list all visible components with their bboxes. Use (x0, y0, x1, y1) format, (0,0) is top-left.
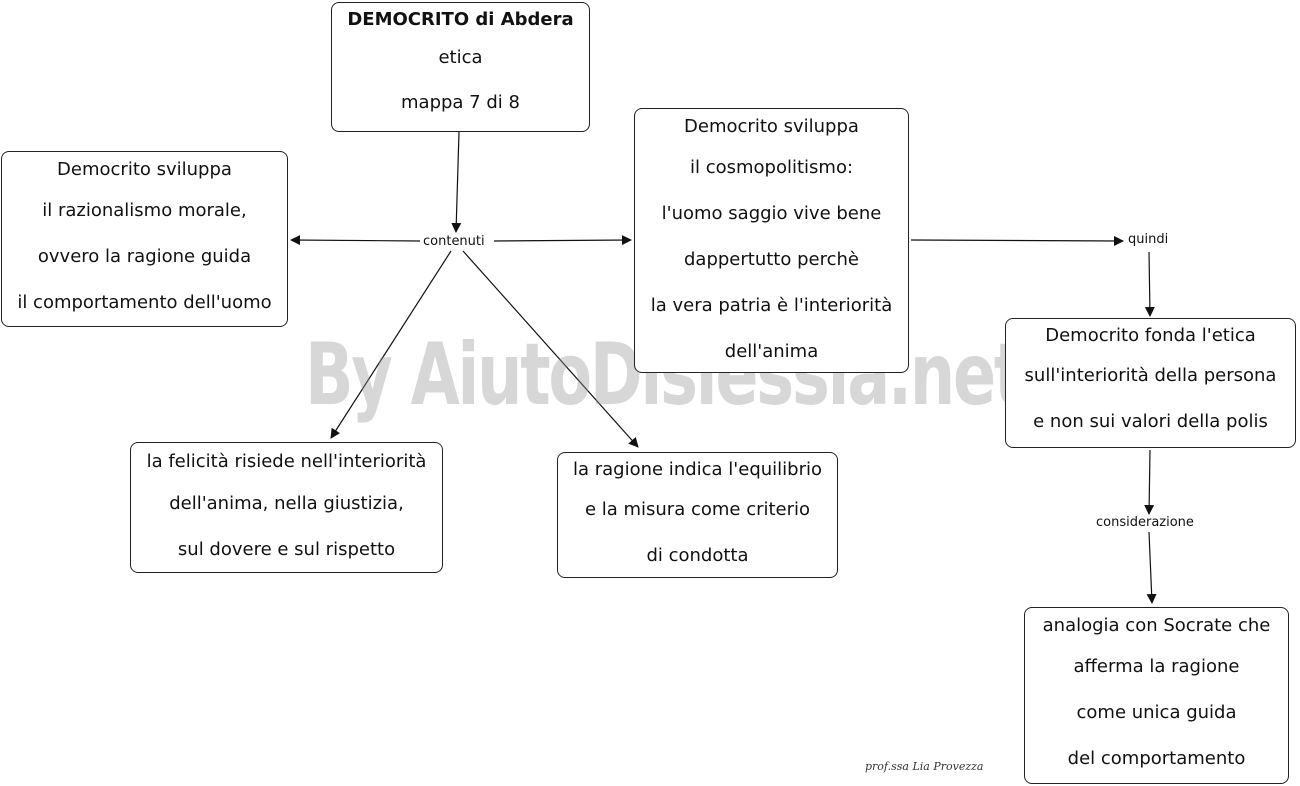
arrow-cosmopolitismo-to-quindi (910, 235, 1124, 246)
node-text: il cosmopolitismo: (689, 157, 854, 178)
arrow-fonda-to-considerazione (1144, 449, 1155, 515)
arrow-quindi-to-fonda (1144, 251, 1155, 317)
node-text: e non sui valori della polis (1033, 411, 1268, 432)
node-text: il razionalismo morale, (42, 200, 247, 221)
node-text: Democrito fonda l'etica (1045, 325, 1256, 346)
title-map-number: mappa 7 di 8 (401, 92, 520, 113)
node-text: la vera patria è l'interiorità (650, 295, 893, 316)
node-text: Democrito sviluppa (684, 116, 859, 137)
title-line: DEMOCRITO di Abdera (347, 9, 574, 30)
link-label-considerazione: considerazione (1094, 515, 1196, 531)
node-text: sull'interiorità della persona (1024, 365, 1277, 386)
node-text: di condotta (646, 545, 749, 566)
node-text: ovvero la ragione guida (37, 246, 252, 267)
node-fonda-etica: Democrito fonda l'etica sull'interiorità… (1005, 318, 1296, 448)
arrow-contenuti-to-razionalismo (290, 235, 421, 246)
arrow-contenuti-to-ragione (462, 250, 639, 448)
node-text: dell'anima, nella giustizia, (169, 493, 404, 514)
title-node: DEMOCRITO di Abdera etica mappa 7 di 8 (331, 2, 590, 132)
arrow-contenuti-to-felicita (330, 250, 452, 439)
node-text: come unica guida (1076, 702, 1237, 723)
node-cosmopolitismo: Democrito sviluppa il cosmopolitismo: l'… (634, 108, 909, 373)
node-text: l'uomo saggio vive bene (661, 203, 882, 224)
node-ragione-equilibrio: la ragione indica l'equilibrio e la misu… (557, 452, 838, 578)
node-text: analogia con Socrate che (1042, 615, 1271, 636)
node-text: la ragione indica l'equilibrio (572, 459, 822, 480)
node-text: del comportamento (1067, 748, 1246, 769)
node-text: e la misura come criterio (584, 499, 811, 520)
arrow-considerazione-to-socrate (1146, 531, 1157, 604)
link-label-quindi: quindi (1126, 232, 1171, 248)
author-signature: prof.ssa Lia Provezza (865, 760, 984, 773)
node-text: Democrito sviluppa (57, 159, 232, 180)
node-text: dappertutto perchè (684, 249, 859, 270)
arrow-contenuti-to-cosmopolitismo (493, 235, 632, 246)
node-analogia-socrate: analogia con Socrate che afferma la ragi… (1024, 607, 1289, 784)
node-text: afferma la ragione (1073, 656, 1240, 677)
node-text: la felicità risiede nell'interiorità (146, 451, 427, 472)
node-felicita: la felicità risiede nell'interiorità del… (130, 442, 443, 573)
arrow-title-to-contenuti (451, 131, 462, 233)
node-text: dell'anima (724, 341, 819, 362)
title-subline: etica (438, 47, 483, 68)
node-razionalismo-morale: Democrito sviluppa il razionalismo moral… (1, 151, 288, 327)
link-label-contenuti: contenuti (421, 234, 487, 250)
node-text: il comportamento dell'uomo (17, 292, 272, 313)
node-text: sul dovere e sul rispetto (177, 539, 396, 560)
